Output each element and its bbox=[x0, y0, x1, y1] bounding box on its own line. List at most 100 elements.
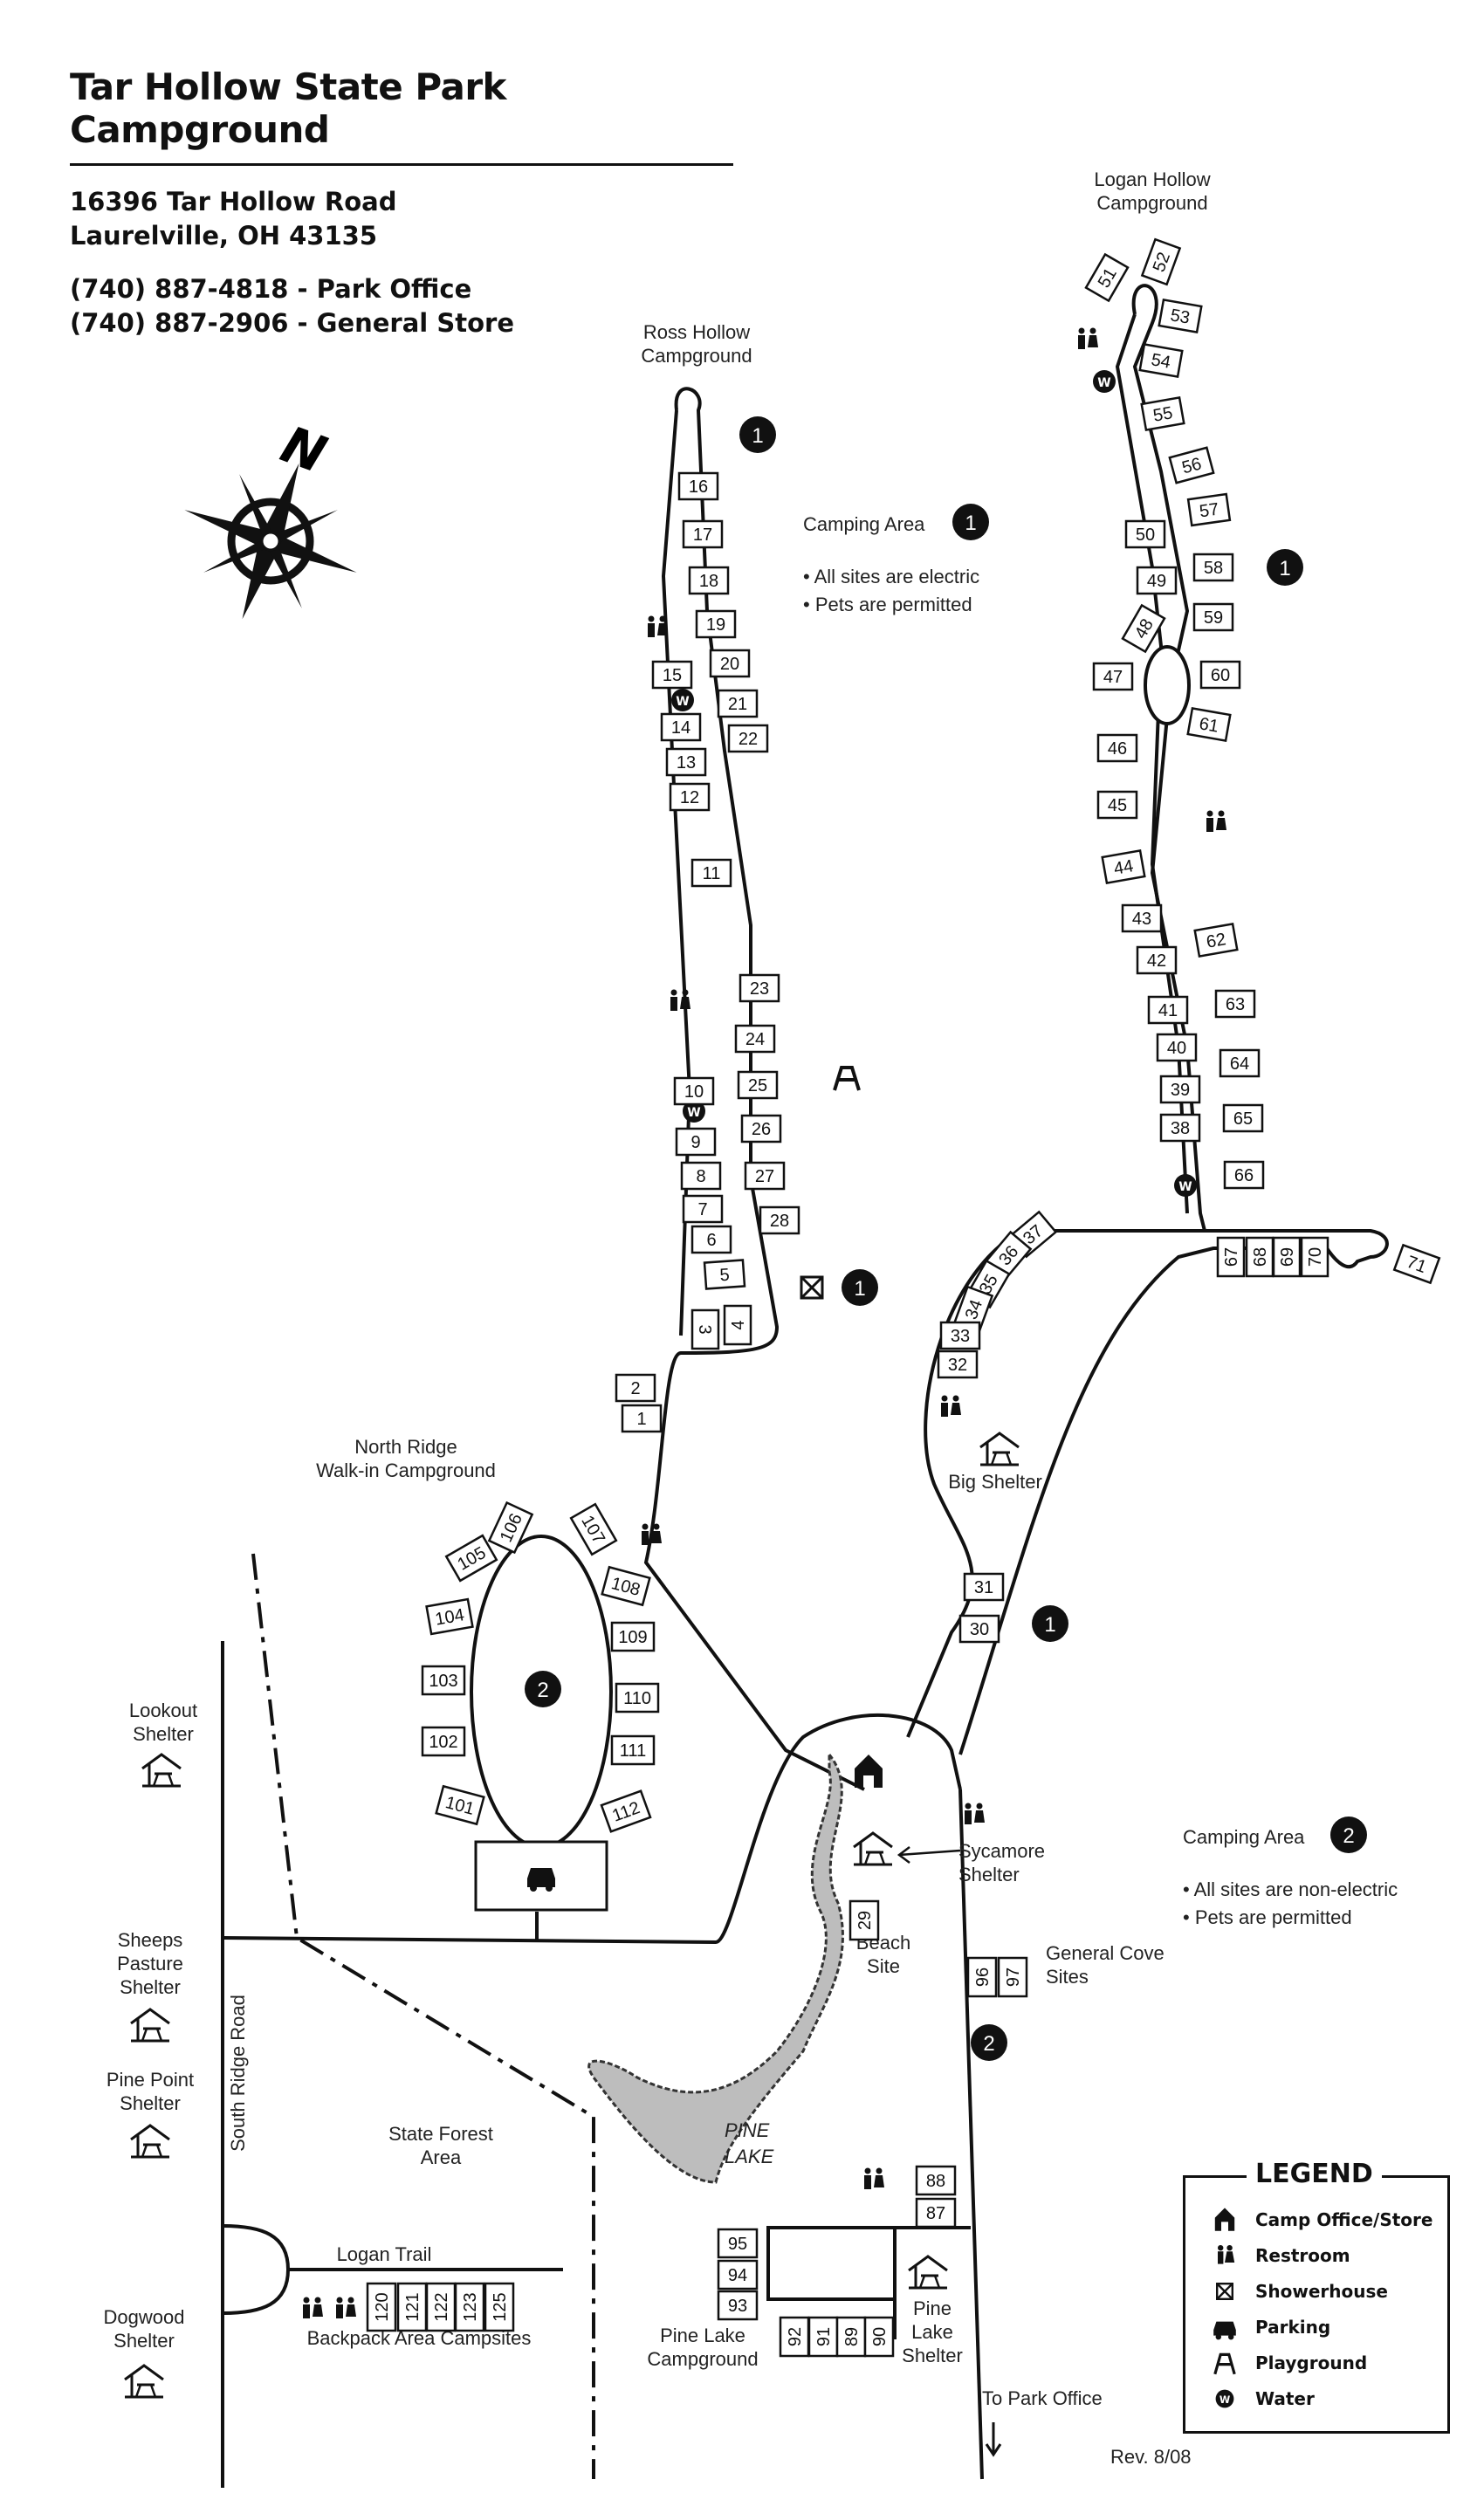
campsite-63: 63 bbox=[1214, 989, 1256, 1019]
pine-lake-campground-label-2: Campground bbox=[647, 2348, 758, 2370]
svg-text:94: 94 bbox=[728, 2266, 747, 2285]
state-forest-label-2: Area bbox=[421, 2146, 462, 2168]
campsite-14: 14 bbox=[660, 712, 702, 742]
campsite-104: 104 bbox=[425, 1597, 474, 1636]
logan-trail-label: Logan Trail bbox=[337, 2243, 432, 2265]
campsite-52: 52 bbox=[1140, 237, 1182, 286]
svg-text:20: 20 bbox=[720, 655, 739, 674]
campsite-32: 32 bbox=[937, 1350, 979, 1379]
beach-site-label-2: Site bbox=[867, 1955, 900, 1977]
playground-icon bbox=[1213, 2352, 1236, 2375]
legend-item: Parking bbox=[1207, 2311, 1330, 2343]
campsite-26: 26 bbox=[740, 1114, 782, 1143]
restroom-icon bbox=[864, 2167, 884, 2189]
camping-area-2-note-2: • Pets are permitted bbox=[1183, 1906, 1352, 1928]
water-icon: W bbox=[1093, 370, 1116, 393]
campsite-5: 5 bbox=[703, 1259, 746, 1290]
address-line-2: Laurelville, OH 43135 bbox=[70, 221, 378, 251]
campsite-22: 22 bbox=[727, 724, 769, 753]
svg-text:4: 4 bbox=[729, 1320, 748, 1329]
campsite-56: 56 bbox=[1168, 446, 1215, 484]
svg-text:W: W bbox=[1097, 376, 1110, 390]
svg-text:6: 6 bbox=[706, 1231, 716, 1250]
campsite-54: 54 bbox=[1138, 342, 1184, 379]
camping-area-2-title: Camping Area bbox=[1183, 1826, 1305, 1848]
svg-text:89: 89 bbox=[842, 2327, 862, 2346]
phone-numbers: (740) 887-4818 - Park Office (740) 887-2… bbox=[70, 272, 733, 340]
sheeps-pasture-label-3: Shelter bbox=[120, 1976, 181, 1998]
camping-area-1-note-2: • Pets are permitted bbox=[803, 594, 972, 615]
campsite-105: 105 bbox=[444, 1534, 498, 1583]
campsite-103: 103 bbox=[421, 1665, 466, 1696]
big-shelter-icon bbox=[979, 1432, 1020, 1466]
campsite-120: 120 bbox=[366, 2282, 397, 2332]
campsite-45: 45 bbox=[1096, 790, 1138, 820]
campsite-67: 67 bbox=[1216, 1236, 1246, 1278]
lookout-shelter-label-1: Lookout bbox=[129, 1700, 197, 1721]
svg-text:121: 121 bbox=[403, 2292, 423, 2321]
campsite-61: 61 bbox=[1186, 706, 1232, 743]
svg-text:125: 125 bbox=[491, 2292, 510, 2321]
svg-text:25: 25 bbox=[748, 1076, 767, 1095]
campsite-boxes: 1617181920212215141312112324252627281098… bbox=[366, 237, 1441, 2358]
svg-text:2: 2 bbox=[630, 1379, 640, 1398]
showerhouse-icon bbox=[1216, 2283, 1233, 2300]
svg-text:93: 93 bbox=[728, 2297, 747, 2316]
svg-text:61: 61 bbox=[1198, 714, 1220, 737]
sycamore-shelter-label-2: Shelter bbox=[958, 1864, 1020, 1885]
compass-north-label: N bbox=[274, 415, 334, 485]
camp-office-icon bbox=[855, 1755, 883, 1788]
campsite-71: 71 bbox=[1392, 1243, 1441, 1285]
sycamore-shelter-icon bbox=[852, 1831, 894, 1866]
campsite-48: 48 bbox=[1121, 603, 1166, 654]
campsite-31: 31 bbox=[963, 1572, 1005, 1602]
svg-text:59: 59 bbox=[1204, 608, 1223, 628]
campsite-51: 51 bbox=[1084, 252, 1130, 303]
svg-text:110: 110 bbox=[623, 1689, 651, 1708]
svg-text:47: 47 bbox=[1103, 668, 1123, 687]
campsite-1: 1 bbox=[621, 1404, 663, 1433]
camping-area-1-badge: 1 bbox=[952, 504, 989, 540]
water-icon: W bbox=[1215, 2389, 1234, 2408]
address-line-1: 16396 Tar Hollow Road bbox=[70, 187, 397, 216]
svg-text:30: 30 bbox=[970, 1620, 989, 1639]
campsite-9: 9 bbox=[675, 1127, 717, 1157]
state-forest-boundary bbox=[251, 1553, 595, 2479]
campsite-43: 43 bbox=[1121, 903, 1163, 933]
pine-point-label-2: Shelter bbox=[120, 2092, 181, 2114]
campsite-97: 97 bbox=[997, 1956, 1028, 1998]
svg-text:49: 49 bbox=[1147, 572, 1166, 591]
area-1-marker: 1 bbox=[739, 416, 776, 453]
svg-text:5: 5 bbox=[719, 1266, 731, 1286]
campsite-92: 92 bbox=[779, 2316, 810, 2358]
sycamore-shelter-label-1: Sycamore bbox=[958, 1840, 1045, 1862]
campsite-46: 46 bbox=[1096, 733, 1138, 763]
revision-label: Rev. 8/08 bbox=[1110, 2446, 1192, 2468]
park-office-road bbox=[958, 1789, 984, 2480]
campsite-110: 110 bbox=[615, 1682, 660, 1714]
restroom-icon bbox=[1218, 2245, 1235, 2264]
campsite-20: 20 bbox=[709, 649, 751, 678]
svg-text:41: 41 bbox=[1158, 1001, 1178, 1020]
svg-text:1: 1 bbox=[854, 1277, 865, 1301]
campsite-102: 102 bbox=[421, 1726, 466, 1757]
water-icon: W bbox=[671, 689, 694, 711]
campsite-88: 88 bbox=[915, 2165, 957, 2196]
ross-hollow-label-1: Ross Hollow bbox=[643, 321, 750, 343]
campsite-62: 62 bbox=[1193, 922, 1239, 958]
dogwood-shelter-icon bbox=[123, 2364, 165, 2399]
legend-label: Camp Office/Store bbox=[1255, 2209, 1433, 2230]
sheeps-pasture-shelter-icon bbox=[129, 2008, 171, 2043]
pine-lake-campground-label-1: Pine Lake bbox=[660, 2325, 745, 2346]
map-title: Tar Hollow State Park Campground bbox=[70, 65, 733, 166]
logan-turnaround bbox=[1144, 645, 1191, 725]
svg-text:2: 2 bbox=[983, 2032, 994, 2056]
campsite-39: 39 bbox=[1159, 1075, 1201, 1104]
svg-text:55: 55 bbox=[1151, 403, 1174, 426]
svg-text:63: 63 bbox=[1226, 995, 1245, 1014]
showerhouse-icon bbox=[800, 1275, 824, 1300]
legend-label: Parking bbox=[1255, 2317, 1331, 2338]
svg-text:7: 7 bbox=[697, 1200, 707, 1219]
svg-text:1: 1 bbox=[636, 1410, 646, 1429]
map-header: Tar Hollow State Park Campground 16396 T… bbox=[70, 65, 733, 340]
